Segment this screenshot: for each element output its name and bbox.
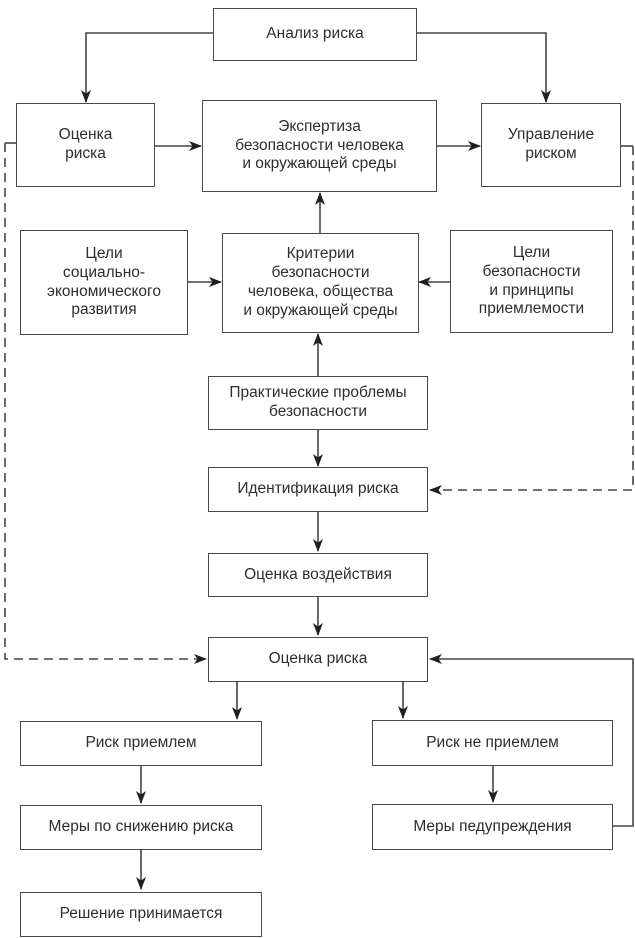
node-risk-assessment-main: Оценка риска: [208, 637, 428, 682]
connector-dashed-left: [4, 143, 207, 664]
connector-analysis-to-assessment: [81, 32, 213, 103]
node-safety-goals: Цели безопасности и принципы приемлемост…: [450, 230, 613, 333]
node-decision-made: Решение принимается: [20, 892, 262, 937]
node-risk-identification: Идентификация риска: [208, 467, 428, 512]
node-risk-not-acceptable: Риск не приемлем: [372, 720, 613, 766]
node-safety-criteria: Критерии безопасности человека, общества…: [222, 233, 419, 333]
connector-prevention-to-assessment: [429, 654, 634, 827]
node-impact-assessment: Оценка воздействия: [208, 553, 428, 597]
node-socio-economic-goals: Цели социально- экономического развития: [20, 230, 188, 335]
node-expertise: Экспертиза безопасности человека и окруж…: [202, 100, 437, 192]
node-prevention-measures: Меры педупреждения: [372, 804, 613, 850]
connector-analysis-to-management: [417, 32, 551, 103]
node-risk-reduction-measures: Меры по снижению риска: [20, 805, 262, 850]
node-risk-acceptable: Риск приемлем: [20, 721, 262, 766]
node-risk-management: Управление риском: [481, 103, 621, 187]
node-risk-assessment-top: Оценка риска: [16, 103, 155, 187]
node-risk-analysis: Анализ риска: [213, 8, 417, 61]
node-practical-problems: Практические проблемы безопасности: [208, 376, 428, 430]
